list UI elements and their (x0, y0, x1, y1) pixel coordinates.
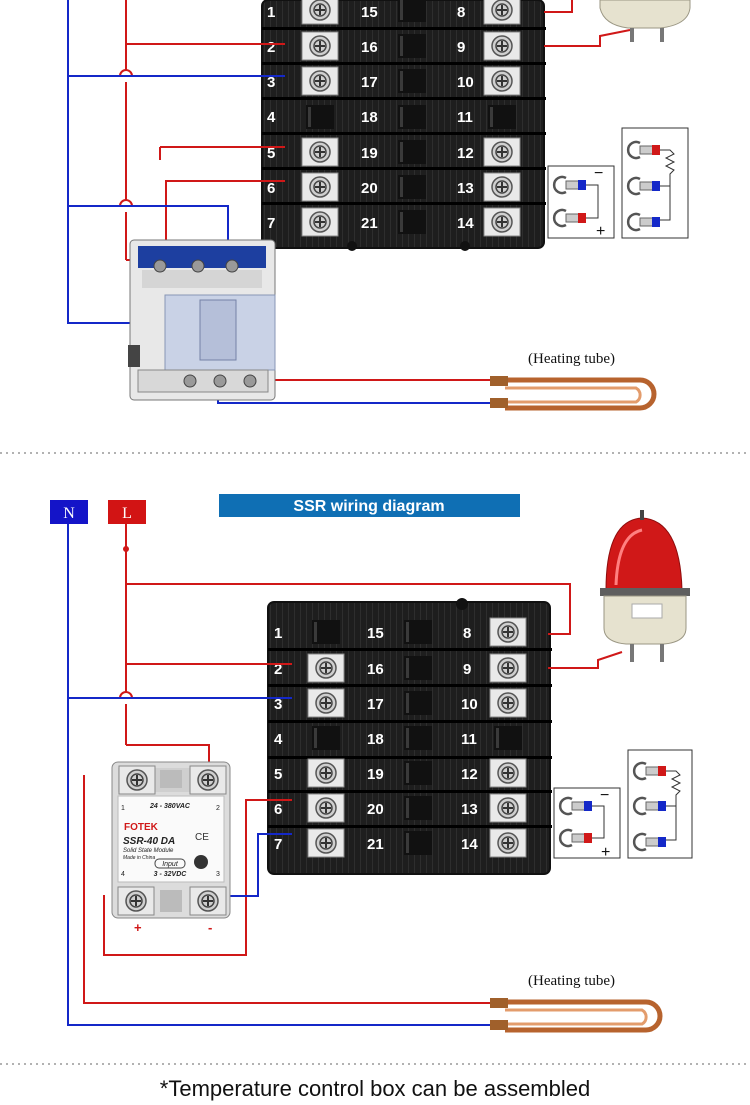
thermocouple-symbol-top: − + (547, 165, 615, 240)
probe-minus-bottom: − (600, 787, 609, 804)
bot-term-mid-19: 19 (367, 766, 384, 783)
ssr-input-label: Input (162, 861, 179, 868)
top-term-right-11: 11 (457, 109, 473, 126)
top-section: 1 2 3 4 5 6 7 15 16 17 18 19 20 21 8 9 1… (67, 0, 691, 411)
bot-term-mid-16: 16 (367, 661, 384, 678)
bot-term-mid-17: 17 (367, 696, 384, 713)
top-term-left-3: 3 (267, 74, 275, 91)
top-term-right-14: 14 (457, 215, 474, 232)
probe-plus-bottom: + (601, 844, 610, 861)
ssr-minus: - (208, 920, 212, 935)
controller-bottom (267, 598, 552, 875)
thermocouple-symbol-bottom: − + (553, 787, 621, 861)
ce-mark-icon: CE (195, 832, 209, 843)
n-badge (50, 500, 88, 524)
ssr-voltage-ac: 24 - 380VAC (149, 803, 191, 810)
top-term-right-9: 9 (457, 39, 465, 56)
ssr-banner (219, 494, 520, 517)
probe-plus-top: + (596, 223, 605, 240)
bot-term-right-8: 8 (463, 625, 471, 642)
ssr-brand: FOTEK (124, 822, 159, 833)
top-term-mid-20: 20 (361, 180, 378, 197)
top-term-left-7: 7 (267, 215, 275, 232)
top-term-mid-17: 17 (361, 74, 378, 91)
ssr-term-1: 1 (121, 805, 125, 812)
ssr-model: SSR-40 DA (123, 836, 175, 847)
top-term-mid-15: 15 (361, 4, 378, 21)
top-term-left-6: 6 (267, 180, 275, 197)
bot-term-right-9: 9 (463, 661, 471, 678)
top-term-right-10: 10 (457, 74, 474, 91)
bot-term-left-7: 7 (274, 836, 282, 853)
controller-top (261, 0, 546, 251)
ssr-term-2: 2 (216, 805, 220, 812)
n-label: N (63, 505, 75, 522)
contactor (128, 239, 276, 401)
ssr-subtitle: Solid State Module (123, 848, 174, 854)
bot-term-left-2: 2 (274, 661, 282, 678)
bot-term-right-12: 12 (461, 766, 478, 783)
l-badge (108, 500, 146, 524)
heating-tube-caption-bottom: (Heating tube) (528, 973, 615, 989)
bottom-wires (67, 524, 623, 1026)
ssr-voltage-dc: 3 - 32VDC (154, 871, 188, 878)
bot-term-mid-18: 18 (367, 731, 384, 748)
ssr-input-box (154, 858, 186, 869)
top-term-right-12: 12 (457, 145, 474, 162)
bot-term-right-14: 14 (461, 836, 478, 853)
ssr-plus: + (134, 920, 142, 935)
ssr-banner-title: SSR wiring diagram (293, 498, 444, 515)
bot-term-left-1: 1 (274, 625, 282, 642)
rtd-symbol-bottom (627, 749, 693, 859)
bot-term-mid-20: 20 (367, 801, 384, 818)
top-term-left-1: 1 (267, 4, 275, 21)
top-term-mid-16: 16 (361, 39, 378, 56)
bot-term-left-4: 4 (274, 731, 283, 748)
top-term-mid-21: 21 (361, 215, 378, 232)
bot-term-right-10: 10 (461, 696, 478, 713)
warning-lamp-bottom (600, 510, 690, 662)
heating-tube-bottom (490, 998, 663, 1033)
top-term-right-8: 8 (457, 4, 465, 21)
ssr-module (111, 761, 231, 919)
bot-term-right-13: 13 (461, 801, 478, 818)
rtd-symbol-top (621, 127, 689, 239)
bot-term-left-3: 3 (274, 696, 282, 713)
ssr-made-in: Made in China (123, 855, 155, 861)
top-term-mid-19: 19 (361, 145, 378, 162)
heating-tube-caption-top: (Heating tube) (528, 351, 615, 367)
warning-lamp-top (599, 0, 691, 42)
ssr-indicator-led (194, 855, 208, 869)
probe-minus-top: − (594, 165, 603, 182)
bot-term-mid-21: 21 (367, 836, 384, 853)
ssr-term-4: 4 (121, 871, 125, 878)
top-term-left-2: 2 (267, 39, 275, 56)
top-term-mid-18: 18 (361, 109, 378, 126)
top-wires (67, 0, 631, 404)
top-term-left-4: 4 (267, 109, 276, 126)
top-term-left-5: 5 (267, 145, 275, 162)
bot-term-mid-15: 15 (367, 625, 384, 642)
footer-note: *Temperature control box can be assemble… (159, 1076, 591, 1101)
bot-term-right-11: 11 (461, 731, 477, 748)
ssr-term-3: 3 (216, 871, 220, 878)
bot-term-left-5: 5 (274, 766, 282, 783)
top-term-right-13: 13 (457, 180, 474, 197)
l-label: L (122, 505, 132, 522)
heating-tube-top (490, 376, 657, 411)
bot-term-left-6: 6 (274, 801, 282, 818)
bottom-section: 1 2 3 4 5 6 7 15 16 17 18 19 20 21 8 9 1… (50, 494, 693, 1033)
